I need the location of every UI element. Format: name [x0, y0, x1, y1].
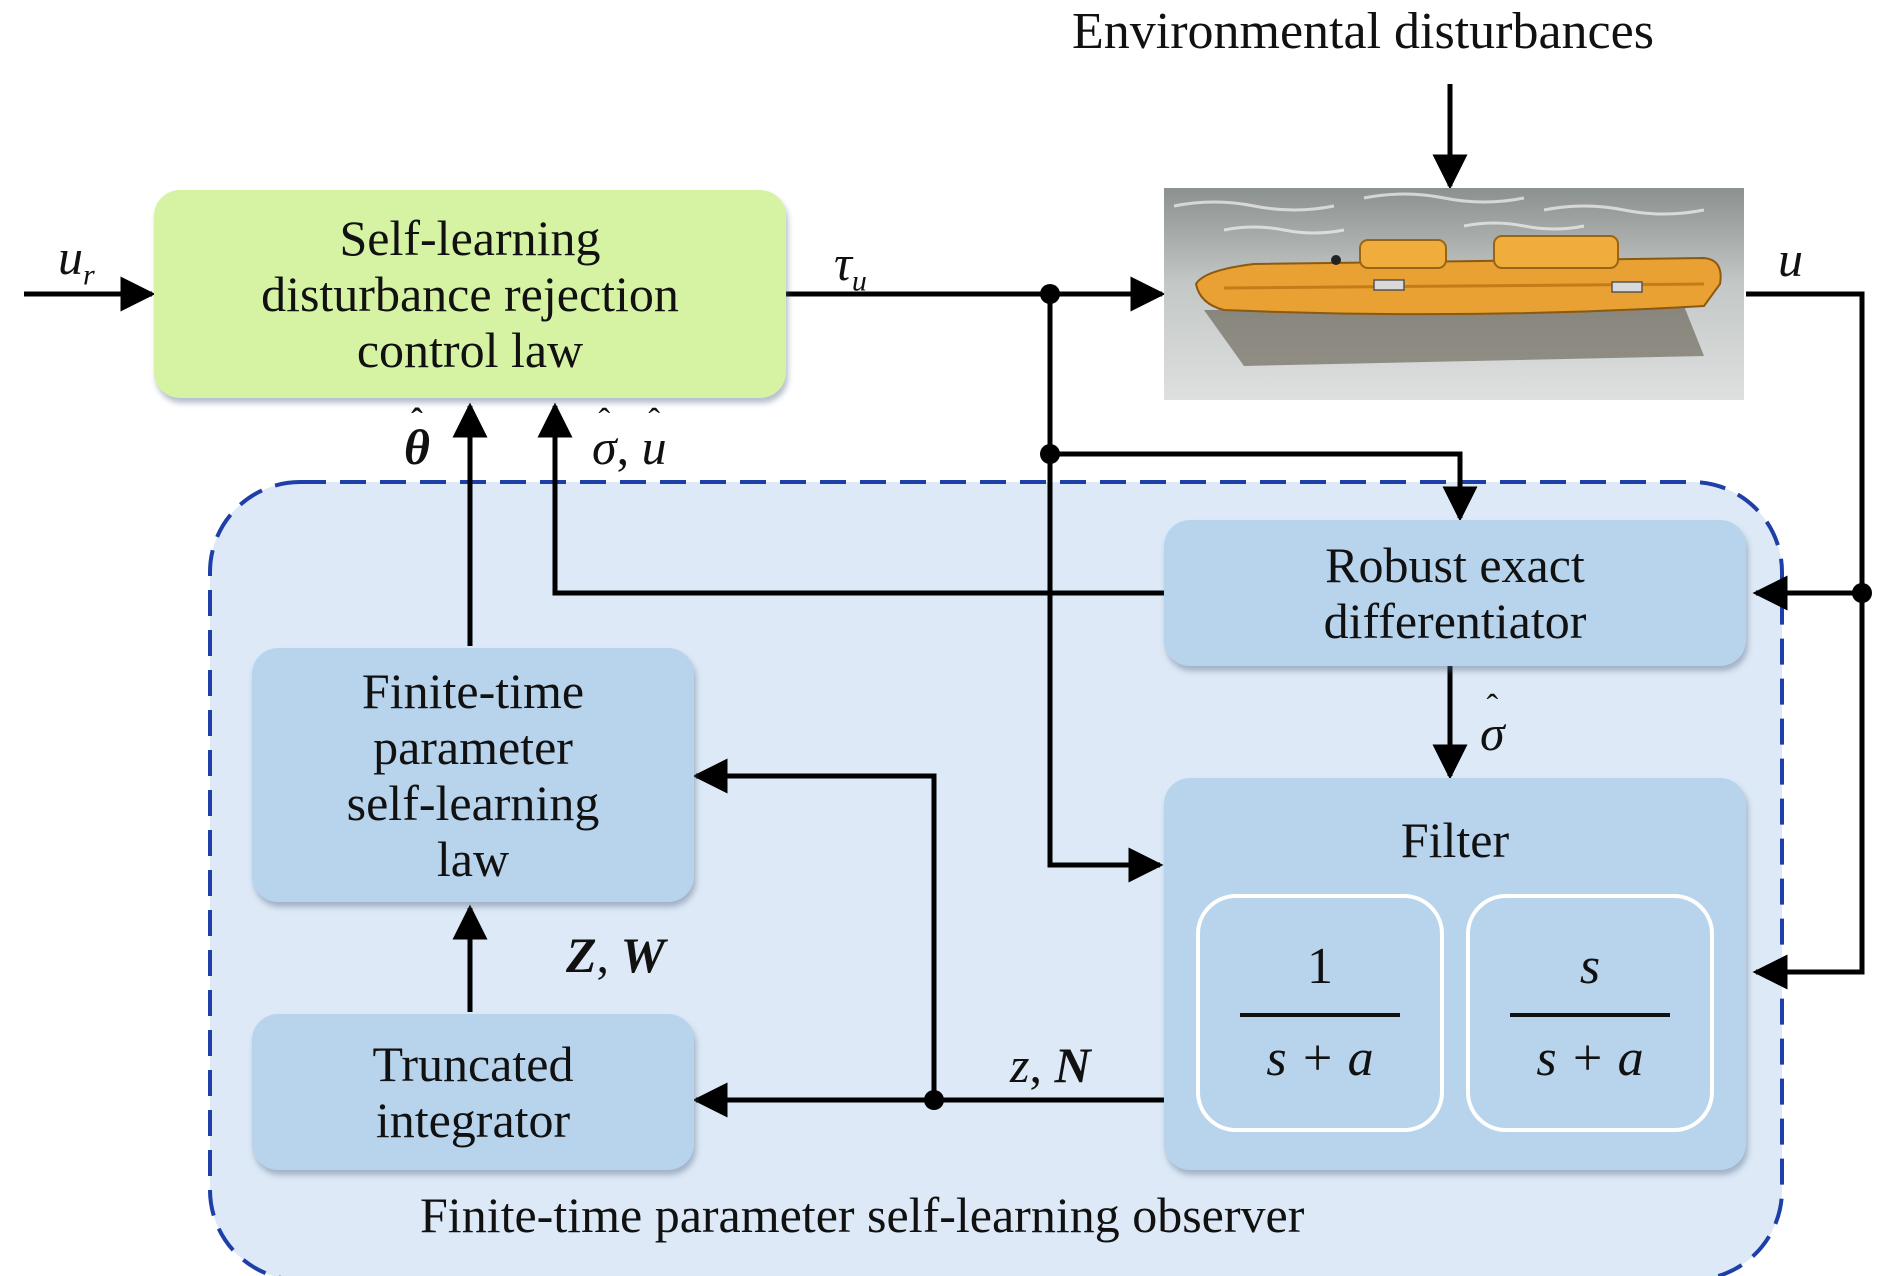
filter-tf-highpass: s s + a [1466, 894, 1714, 1132]
signal-u-output: u [1778, 231, 1803, 287]
signal-zN-comma: , [1029, 1037, 1042, 1093]
integrator-block: Truncated integrator [252, 1014, 694, 1170]
tf1-fraction-bar [1240, 1013, 1400, 1017]
signal-N: N [1054, 1037, 1091, 1093]
sigma-u-comma: , [616, 419, 630, 475]
control-law-block: Self-learning disturbance rejection cont… [154, 190, 786, 398]
junction-output [1852, 583, 1872, 603]
integrator-label: Truncated integrator [372, 1036, 574, 1148]
signal-ur: ur [58, 228, 95, 293]
signal-Z-W: Z, W [566, 926, 665, 984]
tf1-numerator: 1 [1307, 938, 1333, 995]
differentiator-block: Robust exact differentiator [1164, 520, 1746, 666]
signal-z: z [1010, 1037, 1030, 1093]
signal-tau-sub: u [851, 264, 867, 298]
wire-tau-filter [1047, 294, 1164, 883]
wire-zN-param [692, 758, 937, 1100]
filter-label: Filter [1400, 812, 1510, 868]
boat-image [1164, 188, 1744, 400]
param-law-block: Finite-time parameter self-learning law [252, 648, 694, 902]
u-hat-symbol: u [642, 418, 667, 476]
observer-caption: Finite-time parameter self-learning obse… [420, 1187, 1305, 1243]
signal-W: W [620, 927, 666, 983]
wire-tau-diff [1050, 451, 1478, 522]
signal-theta-hat: θ [404, 418, 430, 476]
signal-sigma-hat-filter: σ [1480, 704, 1505, 762]
signal-sigma-u-hat: σ, u [592, 418, 667, 476]
signal-tau-u: τu [834, 234, 867, 299]
filter-tf-lowpass: 1 s + a [1196, 894, 1444, 1132]
signal-ur-base: u [58, 229, 83, 285]
signal-ur-sub: r [83, 258, 95, 292]
tf2-numerator: s [1579, 938, 1601, 995]
diagram-title: Environmental disturbances [1072, 3, 1654, 60]
signal-ZW-comma: , [596, 927, 610, 983]
signal-z-N: z, N [1010, 1036, 1091, 1094]
tf2-denominator: s + a [1536, 1030, 1644, 1087]
param-law-label: Finite-time parameter self-learning law [346, 663, 600, 887]
junction-zN [924, 1090, 944, 1110]
junction-tau-diff [1040, 444, 1060, 464]
tf2-fraction-bar [1510, 1013, 1670, 1017]
theta-hat-symbol: θ [404, 418, 430, 476]
sigma-hat-filter-symbol: σ [1480, 704, 1505, 762]
tf1-denominator: s + a [1266, 1030, 1374, 1087]
sigma-hat-symbol: σ [592, 418, 617, 476]
signal-tau-base: τ [834, 235, 852, 291]
differentiator-label: Robust exact differentiator [1323, 537, 1587, 649]
wire-output [1746, 291, 1865, 990]
control-law-label: Self-learning disturbance rejection cont… [261, 210, 679, 378]
signal-Z: Z [566, 927, 597, 983]
wire-diff-controller [537, 402, 1164, 596]
junction-tau [1040, 284, 1060, 304]
